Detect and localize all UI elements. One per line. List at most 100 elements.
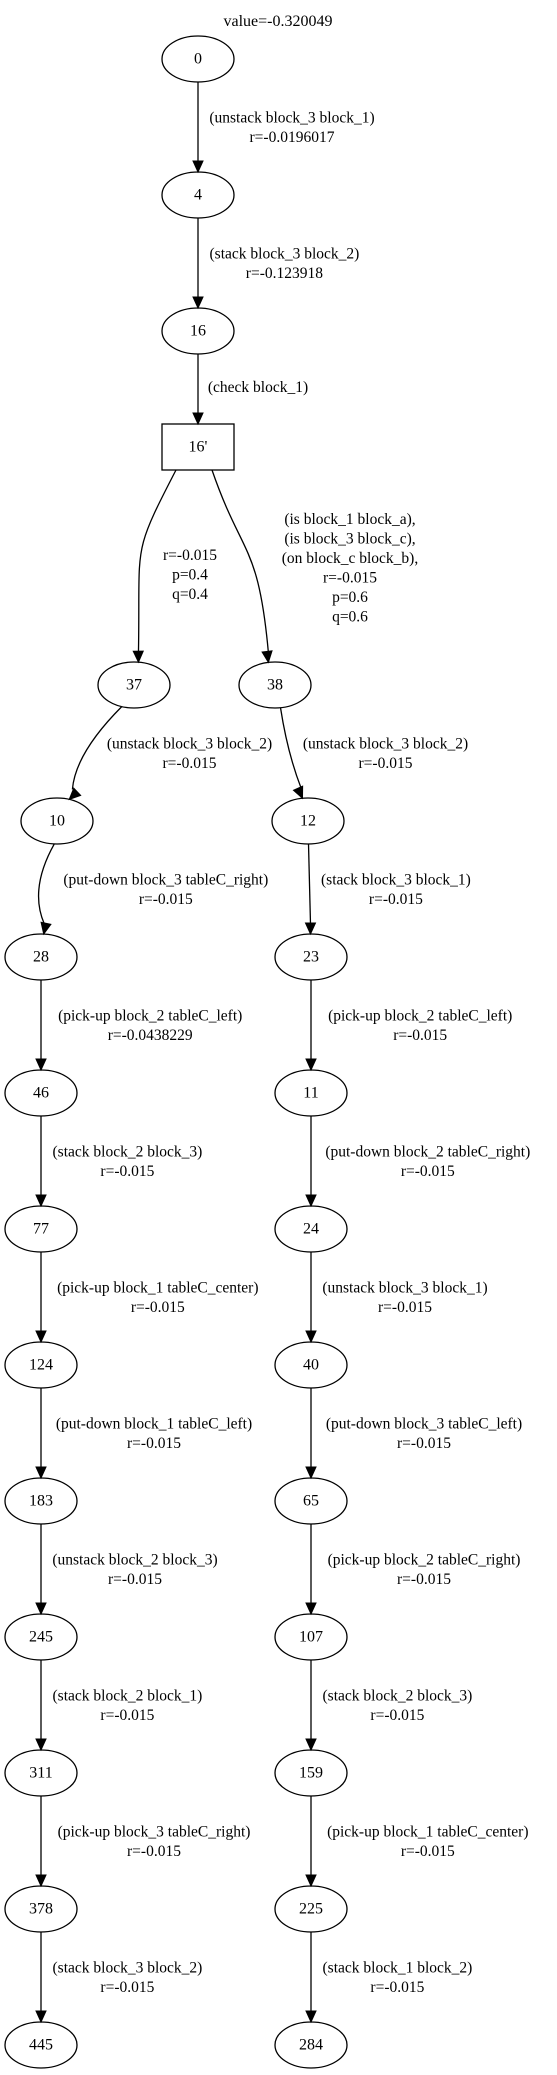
edge-12-to-23: (stack block_3 block_1)r=-0.015 — [304, 843, 471, 936]
edge-label: (put-down block_3 tableC_left)r=-0.015 — [326, 1415, 522, 1452]
node-378: 378 — [4, 1885, 78, 1933]
graph-value-title: value=-0.320049 — [224, 13, 333, 30]
edge-label-line: (stack block_2 block_1) — [53, 1687, 203, 1704]
node-77: 77 — [4, 1205, 78, 1253]
arrowhead — [35, 1466, 47, 1480]
node-label: 159 — [299, 1765, 323, 1782]
edge-label: (stack block_2 block_3) r=-0.015 — [53, 1143, 203, 1180]
node-label: 378 — [29, 1901, 53, 1918]
edge-label: (pick-up block_1 tableC_center)r=-0.015 — [57, 1279, 258, 1316]
arrowhead — [192, 412, 204, 426]
edge-label: (put-down block_3 tableC_right)r=-0.015 — [63, 871, 268, 908]
edge-label: (pick-up block_2 tableC_left)r=-0.043822… — [58, 1007, 242, 1044]
node-ellipse — [4, 1341, 78, 1389]
node-23: 23 — [274, 933, 348, 981]
node-ellipse — [97, 661, 171, 709]
arrowhead — [305, 1194, 317, 1208]
node-label: 46 — [33, 1085, 49, 1102]
node-ellipse — [20, 797, 94, 845]
edge-label: (pick-up block_1 tableC_center)r=-0.015 — [327, 1823, 528, 1860]
edge-label: (pick-up block_3 tableC_right) r=-0.015 — [58, 1823, 251, 1860]
node-40: 40 — [274, 1341, 348, 1389]
edge-label-line: r=-0.015 — [397, 1435, 451, 1452]
node-65: 65 — [274, 1477, 348, 1525]
node-label: 38 — [267, 677, 283, 694]
edge-label: (stack block_2 block_3)r=-0.015 — [323, 1687, 473, 1724]
node-ellipse — [271, 797, 345, 845]
edge-124-to-183: (put-down block_1 tableC_left)r=-0.015 — [35, 1388, 252, 1480]
edge-label-line: (stack block_3 block_2) — [210, 245, 360, 262]
node-ellipse — [4, 933, 78, 981]
edge-label-line: r=-0.015 — [100, 1707, 154, 1724]
edge-378-to-445: (stack block_3 block_2)r=-0.015 — [35, 1932, 203, 2024]
node-159: 159 — [274, 1749, 348, 1797]
edge-label-line: r=-0.015 — [359, 755, 413, 772]
node-label: 10 — [49, 813, 65, 830]
node-ellipse — [161, 307, 235, 355]
node-label: 16' — [189, 439, 208, 456]
node-ellipse — [238, 661, 312, 709]
node-label: 65 — [303, 1493, 319, 1510]
edge-label-line: p=0.4 — [172, 567, 208, 584]
node-ellipse — [4, 1205, 78, 1253]
edge-label-line: (unstack block_3 block_2) — [303, 735, 468, 752]
edge-label-line: (stack block_2 block_3) — [53, 1143, 203, 1160]
edge-label-line: (pick-up block_3 tableC_right) — [58, 1823, 251, 1840]
node-label: 0 — [194, 51, 202, 68]
edge-label-line: r=-0.015 — [401, 1163, 455, 1180]
arrowhead — [305, 2010, 317, 2024]
edge-line — [37, 843, 55, 925]
edge-label-line: r=-0.015 — [139, 891, 193, 908]
edge-label-line: r=-0.015 — [163, 755, 217, 772]
node-label: 24 — [303, 1221, 319, 1238]
node-107: 107 — [274, 1613, 348, 1661]
edge-line — [137, 469, 177, 653]
node-37: 37 — [97, 661, 171, 709]
edge-label-line: r=-0.015 — [127, 1435, 181, 1452]
edge-label-line: q=0.6 — [332, 609, 368, 626]
node-245: 245 — [4, 1613, 78, 1661]
edge-label: (is block_1 block_a), (is block_3 block_c… — [282, 511, 418, 626]
edge-label-line: r=-0.015 — [369, 891, 423, 908]
edge-label: (stack block_3 block_1)r=-0.015 — [321, 871, 471, 908]
node-10: 10 — [20, 797, 94, 845]
node-ellipse — [4, 2021, 78, 2069]
node-284: 284 — [274, 2021, 348, 2069]
edge-28-to-46: (pick-up block_2 tableC_left)r=-0.043822… — [35, 980, 242, 1072]
node-label: 311 — [29, 1765, 52, 1782]
edge-label-line: r=-0.015 — [397, 1571, 451, 1588]
edge-label-line: r=-0.015 — [401, 1843, 455, 1860]
edge-label-line: (stack block_3 block_2) — [53, 1959, 203, 1976]
arrowhead — [40, 921, 52, 936]
edge-label-line: r=-0.015 — [100, 1163, 154, 1180]
arrowhead — [305, 1058, 317, 1072]
edge-183-to-245: (unstack block_2 block_3)r=-0.015 — [35, 1524, 218, 1616]
arrowhead — [305, 1330, 317, 1344]
edge-0-to-4: (unstack block_3 block_1) r=-0.0196017 — [192, 82, 375, 174]
node-38: 38 — [238, 661, 312, 709]
edge-label: (unstack block_2 block_3)r=-0.015 — [52, 1551, 217, 1588]
node-label: 77 — [33, 1221, 49, 1238]
edge-label-line: r=-0.015 — [127, 1843, 181, 1860]
node-225: 225 — [274, 1885, 348, 1933]
edge-label-line: (unstack block_3 block_1) — [322, 1279, 487, 1296]
edge-label-line: q=0.4 — [172, 586, 208, 603]
node-124: 124 — [4, 1341, 78, 1389]
node-label: 16 — [190, 323, 206, 340]
edge-label: (put-down block_1 tableC_left)r=-0.015 — [56, 1415, 252, 1452]
edge-label: (unstack block_3 block_2) r=-0.015 — [303, 735, 468, 772]
arrowhead — [35, 1602, 47, 1616]
edge-label-line: (is block_3 block_c), — [284, 531, 415, 548]
edge-line — [211, 469, 270, 653]
edge-label-line: r=-0.0196017 — [250, 129, 335, 146]
edge-label: (check block_1) — [208, 379, 308, 396]
edge-label-line: (is block_1 block_a), — [284, 511, 415, 528]
edge-label-line: p=0.6 — [332, 589, 368, 606]
edge-label-line: r=-0.015 — [323, 570, 377, 587]
node-label: 23 — [303, 949, 319, 966]
node-ellipse — [274, 1613, 348, 1661]
edge-label-line: (unstack block_3 block_1) — [209, 109, 374, 126]
edge-label-line: (check block_1) — [208, 379, 308, 396]
node-label: 12 — [300, 813, 316, 830]
